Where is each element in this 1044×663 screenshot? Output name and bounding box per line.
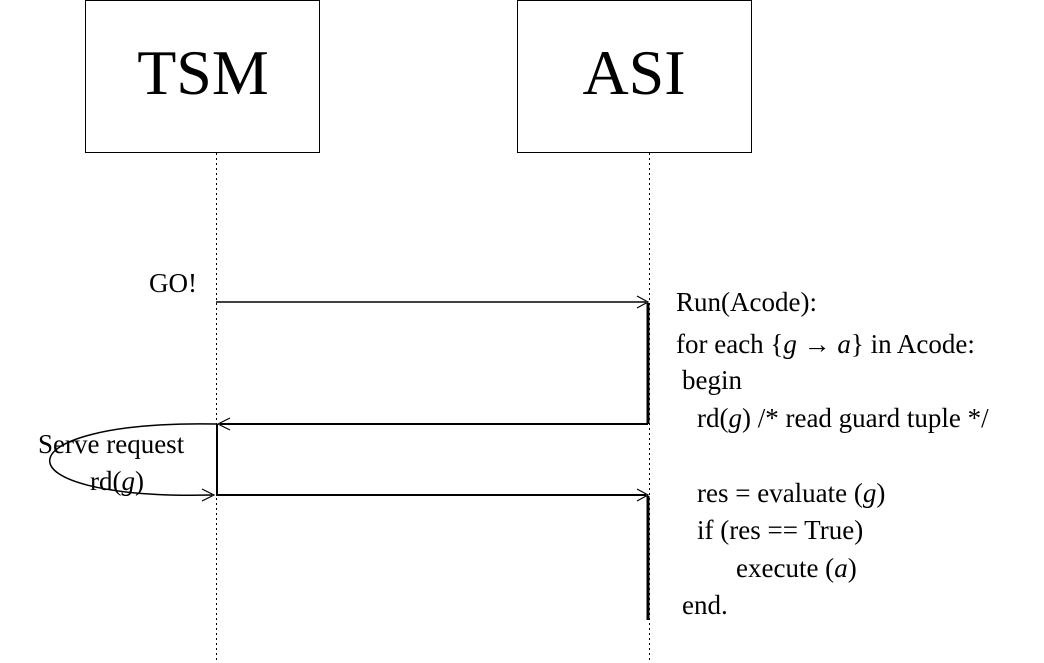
serve-rd-label: rd(g) bbox=[90, 466, 144, 496]
serve-loop-arrowhead bbox=[201, 488, 216, 502]
serve-request-label: Serve request bbox=[38, 429, 185, 459]
rd-request-arrowhead bbox=[216, 417, 231, 431]
go-arrowhead bbox=[636, 295, 650, 309]
asi-box bbox=[517, 0, 752, 153]
code-line-8: end. bbox=[682, 590, 728, 620]
asi-label: ASI bbox=[582, 37, 685, 108]
serve-request-loop bbox=[49, 423, 217, 496]
response-arrowhead bbox=[636, 488, 650, 502]
tsm-box bbox=[85, 0, 320, 153]
go-label: GO! bbox=[149, 268, 197, 298]
code-line-3: begin bbox=[682, 365, 742, 395]
code-line-2: for each {g → a} in Acode: bbox=[676, 329, 975, 359]
code-line-5: res = evaluate (g) bbox=[697, 478, 885, 508]
code-line-4: rd(g) /* read guard tuple */ bbox=[697, 403, 989, 433]
code-line-7: execute (a) bbox=[736, 553, 857, 583]
tsm-label: TSM bbox=[137, 37, 269, 108]
code-line-6: if (res == True) bbox=[697, 515, 863, 545]
code-line-1: Run(Acode): bbox=[676, 287, 817, 317]
